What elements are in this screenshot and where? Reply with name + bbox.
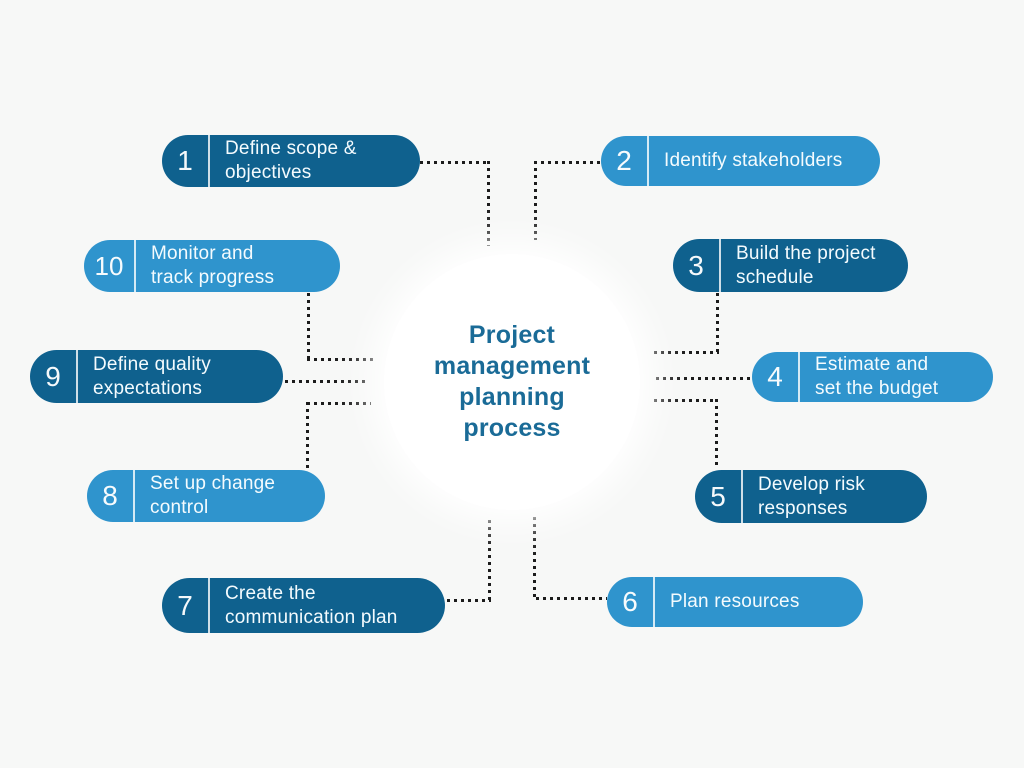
connector-step5-horizontal	[654, 399, 718, 402]
step-pill-8: 8 Set up change control	[87, 470, 325, 522]
step-label-8: Set up change control	[150, 473, 276, 518]
diagram-title: Project management planning process	[433, 321, 591, 442]
step-label-10: Monitor and track progress	[151, 243, 275, 288]
connector-step1-vertical	[487, 161, 490, 246]
step-label-9: Define quality expectations	[93, 353, 211, 399]
center-circle: Project management planning process	[384, 254, 640, 510]
step-number-1: 1	[177, 145, 193, 176]
connector-step7-vertical	[488, 520, 491, 602]
step-number-2: 2	[616, 145, 632, 176]
step-pill-3: 3 Build the project schedule	[673, 239, 908, 292]
step-number-3: 3	[688, 249, 704, 281]
step-number-7: 7	[177, 589, 193, 621]
step-pill-9: 9 Define quality expectations	[30, 350, 283, 403]
connector-step3-vertical	[716, 293, 719, 353]
number-divider	[653, 577, 655, 627]
connector-step10-vertical	[307, 293, 310, 361]
connector-step10-horizontal	[307, 358, 374, 361]
step-pill-6: 6 Plan resources	[607, 577, 863, 627]
connector-step1-horizontal	[420, 161, 490, 164]
step-pill-5: 5 Develop risk responses	[695, 470, 927, 523]
step-label-4: Estimate and set the budget	[815, 354, 939, 399]
connector-step8-vertical	[306, 402, 309, 469]
number-divider	[208, 135, 210, 187]
connector-step2-vertical	[534, 161, 537, 240]
step-pill-1: 1 Define scope & objectives	[162, 135, 420, 187]
connector-step8-horizontal	[307, 402, 371, 405]
step-number-4: 4	[767, 361, 783, 392]
step-label-3: Build the project schedule	[736, 242, 876, 288]
number-divider	[208, 578, 210, 633]
step-pill-2: 2 Identify stakeholders	[601, 136, 880, 186]
step-label-2: Identify stakeholders	[664, 150, 843, 171]
connector-step3-horizontal	[654, 351, 719, 354]
connector-step9-horizontal	[285, 380, 367, 383]
step-label-5: Develop risk responses	[758, 473, 865, 519]
step-number-5: 5	[710, 480, 726, 512]
number-divider	[133, 470, 135, 522]
step-number-10: 10	[94, 250, 124, 281]
step-label-1: Define scope & objectives	[225, 138, 357, 183]
number-divider	[647, 136, 649, 186]
step-pill-4: 4 Estimate and set the budget	[752, 352, 993, 402]
step-pill-10: 10 Monitor and track progress	[84, 240, 340, 292]
number-divider	[134, 240, 136, 292]
connector-step7-horizontal	[447, 599, 491, 602]
step-pill-7: 7 Create the communication plan	[162, 578, 445, 633]
number-divider	[719, 239, 721, 292]
number-divider	[798, 352, 800, 402]
connector-step5-vertical	[715, 399, 718, 469]
connector-step4-horizontal	[656, 377, 750, 380]
step-label-7: Create the communication plan	[225, 582, 398, 628]
step-label-6: Plan resources	[670, 591, 800, 612]
step-number-8: 8	[102, 480, 118, 511]
step-number-6: 6	[622, 586, 638, 617]
number-divider	[741, 470, 743, 523]
step-number-9: 9	[45, 360, 61, 392]
connector-step6-vertical	[533, 517, 536, 600]
number-divider	[76, 350, 78, 403]
connector-step2-horizontal	[534, 161, 601, 164]
connector-step6-horizontal	[536, 597, 607, 600]
